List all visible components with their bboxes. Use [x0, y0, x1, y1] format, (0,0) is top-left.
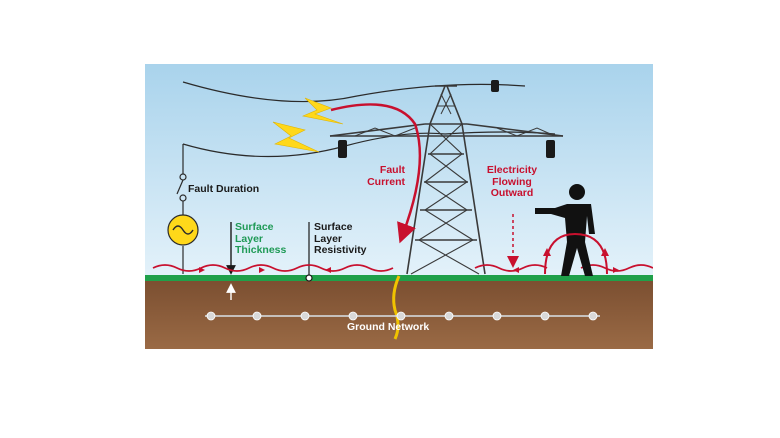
insulators [338, 80, 555, 158]
person-silhouette-icon [535, 184, 595, 276]
diagram-artwork [145, 64, 653, 349]
electricity-flowing-outward-label: Electricity Flowing Outward [486, 164, 538, 199]
ripple-arrowheads [199, 267, 619, 273]
ground-network-label: Ground Network [347, 321, 430, 333]
surface-layer-resistivity-label: Surface Layer Resistivity [314, 221, 367, 256]
fault-current-arrow [330, 103, 422, 244]
transmission-tower-icon [329, 85, 564, 275]
grounding-diagram: Fault Duration Surface Layer Thickness S… [145, 64, 653, 349]
surface-layer-thickness-label: Surface Layer Thickness [235, 221, 287, 256]
ground-network-nodes [206, 311, 598, 321]
ground-current-squiggle [392, 275, 401, 340]
fault-duration-label: Fault Duration [188, 183, 260, 195]
ac-source-icon [167, 214, 199, 246]
lightning-icon [272, 97, 344, 153]
fault-current-label: Fault Current [367, 164, 405, 188]
